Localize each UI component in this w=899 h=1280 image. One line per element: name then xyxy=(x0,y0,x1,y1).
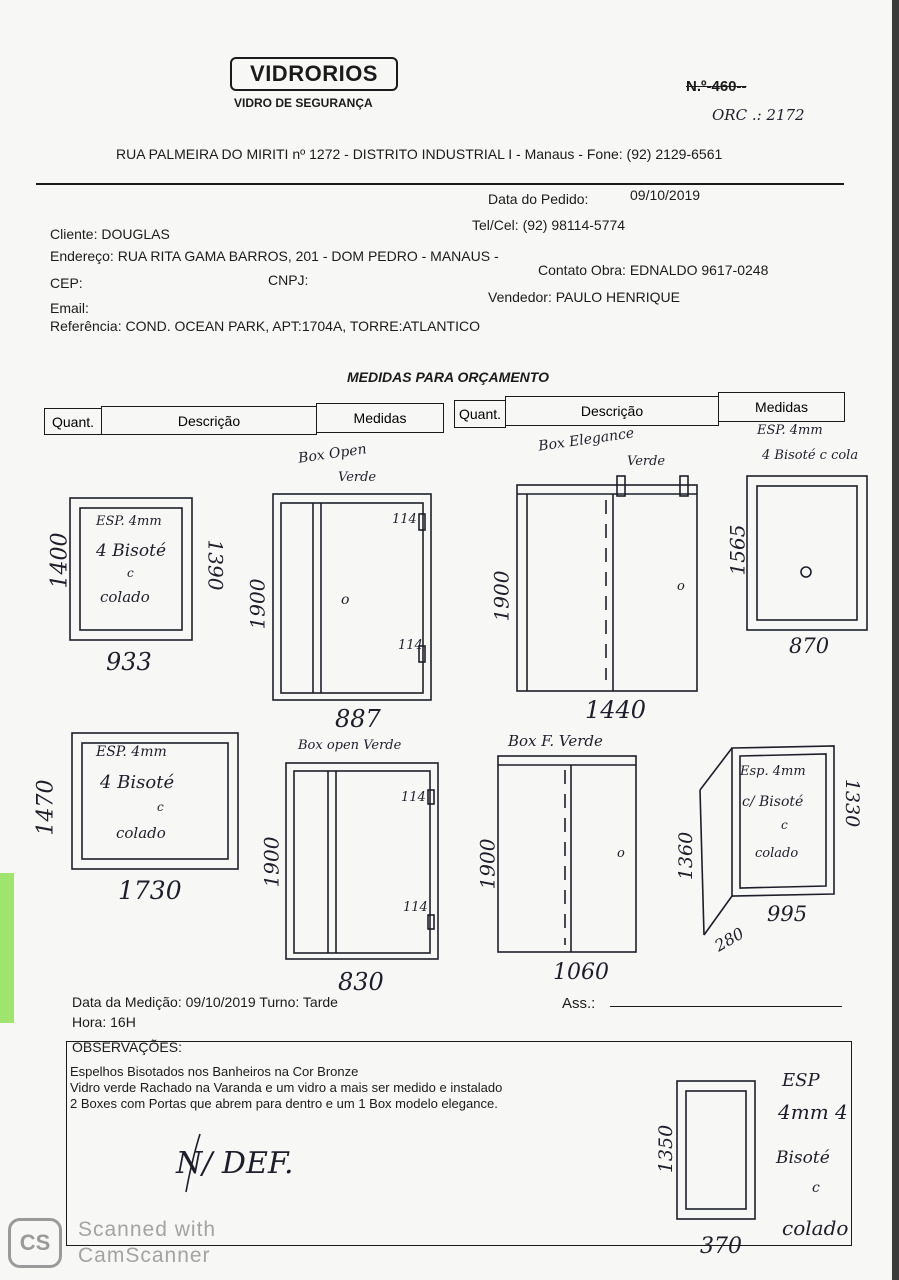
signature-line xyxy=(610,1006,842,1007)
camscanner-logo-text: CS xyxy=(19,1230,51,1255)
col-quant-right: Quant. xyxy=(454,400,506,428)
col-quant-left: Quant. xyxy=(44,408,102,435)
box-open1-hinge-top: 114 xyxy=(392,512,417,527)
mirror5-note-line3: Bisoté xyxy=(776,1148,830,1168)
box-open1-hinge-bottom: 114 xyxy=(398,638,423,653)
observation-line-3: 2 Boxes com Portas que abrem para dentro… xyxy=(70,1096,498,1111)
mirror4-height-left: 1360 xyxy=(675,831,698,881)
observation-line-2: Vidro verde Rachado na Varanda e um vidr… xyxy=(70,1080,503,1095)
order-date-label: Data do Pedido: xyxy=(488,191,589,207)
box-elegance-width: 1440 xyxy=(585,696,647,724)
mirror5-note-line2: 4mm 4 xyxy=(778,1100,848,1124)
box-elegance-height: 1900 xyxy=(489,570,514,622)
box-fixo-handle: o xyxy=(617,846,625,861)
client-email: Email: xyxy=(50,300,89,316)
box-open2-hinge-bottom: 114 xyxy=(403,900,428,915)
mirror4-note-line2: c/ Bisoté xyxy=(742,794,804,810)
company-address: RUA PALMEIRA DO MIRITI nº 1272 - DISTRIT… xyxy=(116,146,723,162)
site-contact: Contato Obra: EDNALDO 9617-0248 xyxy=(538,262,769,278)
client-address: Endereço: RUA RITA GAMA BARROS, 201 - DO… xyxy=(50,248,499,264)
mirror1-width: 933 xyxy=(106,648,152,676)
mirror4-note-line1: Esp. 4mm xyxy=(740,764,806,779)
mirror4-width: 995 xyxy=(767,902,808,926)
box-elegance-title2: Verde xyxy=(627,454,666,469)
mirror1-note-line2: 4 Bisoté xyxy=(96,541,167,561)
box-fixo-title: Box F. Verde xyxy=(508,732,603,750)
camscanner-logo-icon: CS xyxy=(8,1218,62,1268)
handwritten-signature: N/ DEF. xyxy=(176,1146,294,1181)
reference: Referência: COND. OCEAN PARK, APT:1704A,… xyxy=(50,318,480,334)
mirror1-height-left: 1400 xyxy=(47,532,73,589)
mirror4-depth: 280 xyxy=(711,923,748,956)
box-open2-title: Box open Verde xyxy=(298,738,402,753)
mirror3-note-line2: 4 Bisoté xyxy=(100,772,175,793)
section-title: MEDIDAS PARA ORÇAMENTO xyxy=(347,369,549,385)
camscanner-text: CamScanner xyxy=(78,1244,211,1267)
box-open1-title2: Verde xyxy=(338,470,377,485)
mirror5-note-line5: colado xyxy=(782,1216,849,1240)
camscanner-watermark: CS Scanned with CamScanner xyxy=(8,1216,308,1272)
mirror3-note-line4: colado xyxy=(116,824,166,842)
background-edge xyxy=(892,0,899,1280)
mirror4-note-line3: c xyxy=(781,818,788,832)
mirror3-note-line3: c xyxy=(157,800,164,814)
box-elegance-title1: Box Elegance xyxy=(537,425,636,455)
mirror3-width: 1730 xyxy=(118,876,182,905)
mirror1-note-line3: c xyxy=(127,566,134,580)
box-open1-title1: Box Open xyxy=(297,441,368,467)
mirror1-note-line4: colado xyxy=(100,588,150,606)
box-fixo-frame xyxy=(497,755,637,953)
mirror5-width: 370 xyxy=(700,1234,742,1259)
observations-box xyxy=(66,1041,852,1246)
signature-label: Ass.: xyxy=(562,995,596,1012)
header-divider xyxy=(36,183,844,185)
orc-note: ORC .: 2172 xyxy=(712,106,805,124)
box-elegance-handle: o xyxy=(677,579,685,594)
background-green-paper xyxy=(0,873,14,1023)
mirror4-height-right: 1330 xyxy=(841,778,864,828)
col-descricao-left: Descrição xyxy=(101,406,317,435)
col-medidas-right: Medidas xyxy=(718,392,845,422)
mirror2-width: 870 xyxy=(789,634,830,658)
client-name: Cliente: DOUGLAS xyxy=(50,226,170,242)
box-open2-hinge-top: 114 xyxy=(401,790,426,805)
box-open1-width: 887 xyxy=(335,705,381,733)
box-open1-handle: o xyxy=(341,592,350,608)
scanned-with-text: Scanned with xyxy=(78,1218,217,1241)
client-cnpj: CNPJ: xyxy=(268,272,309,288)
logo-subtitle: VIDRO DE SEGURANÇA xyxy=(234,96,373,110)
seller: Vendedor: PAULO HENRIQUE xyxy=(488,289,680,305)
mirror1-height-right: 1390 xyxy=(203,539,228,591)
col-medidas-left: Medidas xyxy=(316,403,444,433)
order-date-value: 09/10/2019 xyxy=(630,187,701,203)
measurement-date: Data da Medição: 09/10/2019 Turno: Tarde xyxy=(72,994,338,1010)
box-open1-height: 1900 xyxy=(245,578,270,630)
client-cep: CEP: xyxy=(50,275,83,291)
box-fixo-height: 1900 xyxy=(475,838,500,890)
box-fixo-width: 1060 xyxy=(553,960,609,985)
mirror5-height: 1350 xyxy=(655,1124,678,1174)
mirror1-note-line1: ESP. 4mm xyxy=(96,514,162,529)
mirror4-note-line4: colado xyxy=(755,846,799,861)
mirror3-note-line1: ESP. 4mm xyxy=(96,744,167,760)
mirror2-note-line2: 4 Bisoté c cola xyxy=(762,448,859,463)
box-open2-width: 830 xyxy=(338,968,384,996)
measurement-hour: Hora: 16H xyxy=(72,1014,136,1030)
mirror5-note-line1: ESP xyxy=(782,1070,820,1091)
observations-label: OBSERVAÇÕES: xyxy=(72,1039,182,1055)
client-phone: Tel/Cel: (92) 98114-5774 xyxy=(472,217,626,233)
order-number: N.º-460-- xyxy=(686,78,747,95)
observation-line-1: Espelhos Bisotados nos Banheiros na Cor … xyxy=(70,1064,359,1079)
col-descricao-right: Descrição xyxy=(505,396,719,426)
mirror2-height: 1565 xyxy=(725,524,750,576)
box-open2-height: 1900 xyxy=(259,836,284,888)
mirror2-note-line1: ESP. 4mm xyxy=(757,423,823,438)
company-logo: VIDRORIOS xyxy=(230,57,398,91)
mirror3-height: 1470 xyxy=(33,779,59,836)
mirror5-note-line4: c xyxy=(812,1180,820,1196)
mirror2-outer xyxy=(746,475,868,631)
box-elegance-frame xyxy=(516,484,698,692)
